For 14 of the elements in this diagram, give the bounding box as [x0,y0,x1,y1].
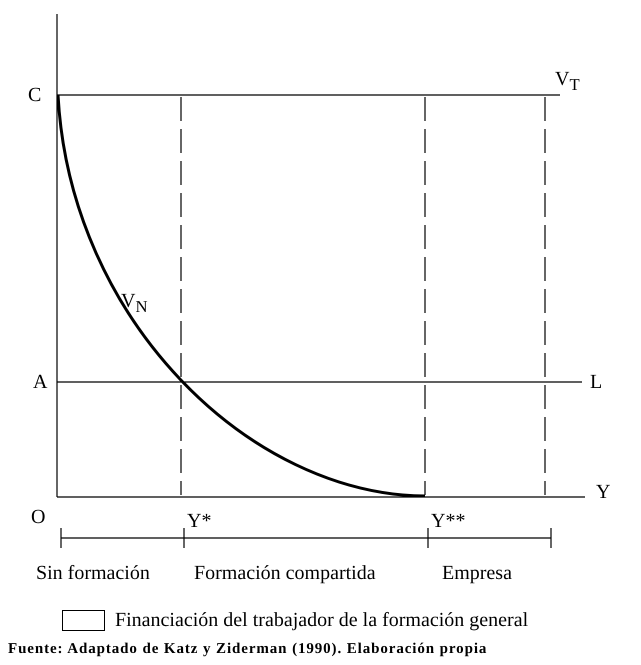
category-label: Sin formación [36,562,150,584]
axis-label: O [31,506,46,528]
axis-label: V$_{T}$ [555,68,580,96]
category-label: Formación compartida [194,562,376,584]
legend-text: Financiación del trabajador de la formación general [115,609,528,631]
axis-label: Y [596,481,610,503]
category-label: Empresa [442,562,512,584]
axis-label: A [33,371,48,393]
curve-label: V$_{N}$ [121,290,148,318]
axis-label: Y* [187,510,212,532]
axis-label: L [590,371,602,393]
axis-label: Y** [431,510,466,532]
axis-label: C [28,84,42,106]
caption: Fuente: Adaptado de Katz y Ziderman (1990). Elaboración propia [8,640,488,658]
